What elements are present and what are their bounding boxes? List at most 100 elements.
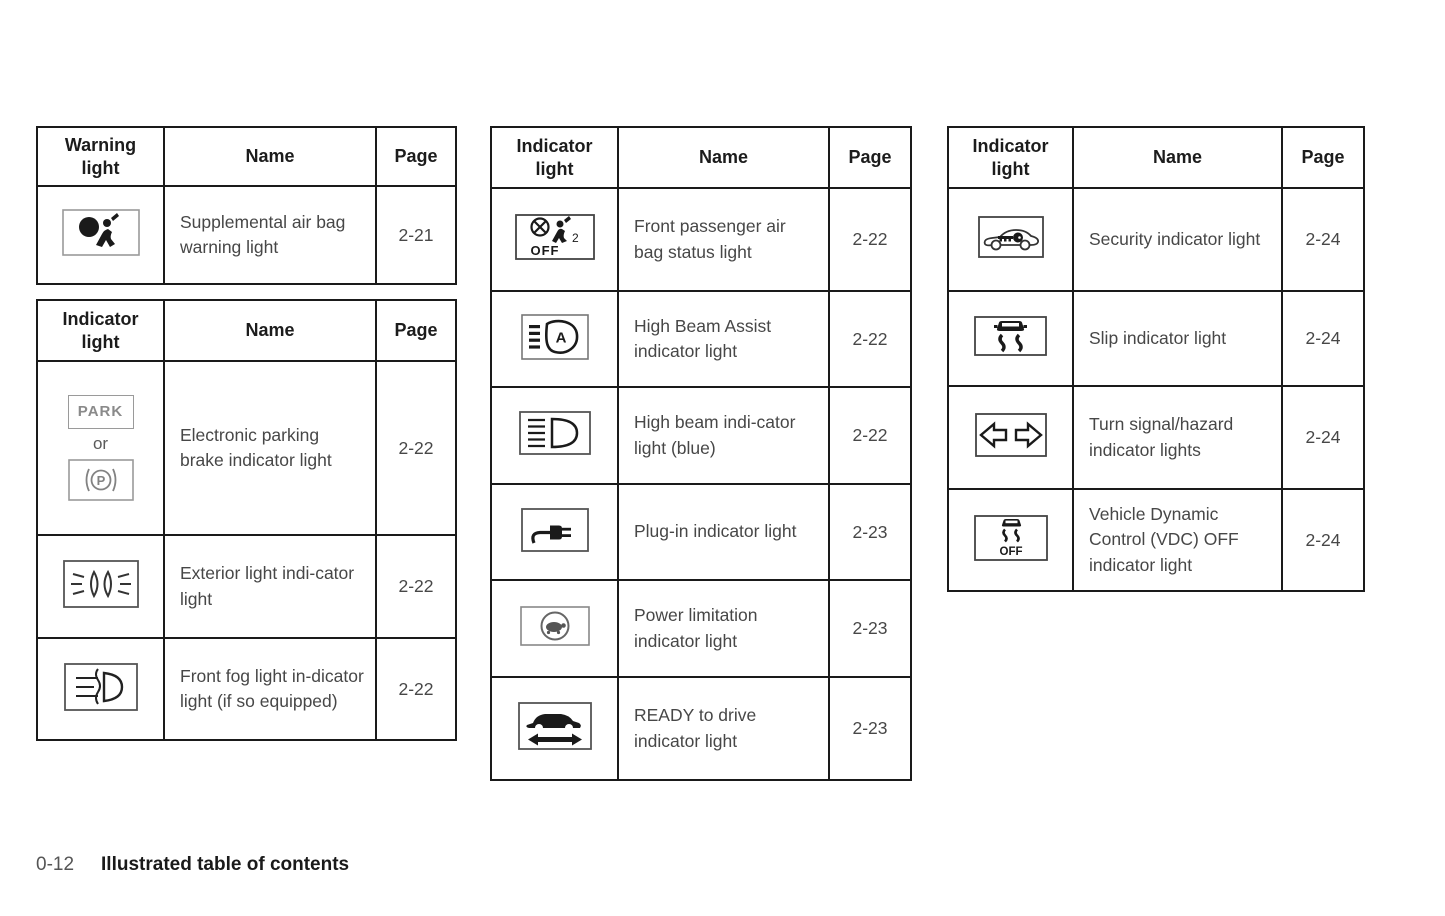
name-cell: Front passenger air bag status light bbox=[617, 187, 830, 292]
column-header-page: Page bbox=[1281, 126, 1365, 189]
column-header-warning-light: Warning light bbox=[36, 126, 165, 187]
page-cell: 2-24 bbox=[1281, 290, 1365, 387]
page-cell: 2-24 bbox=[1281, 488, 1365, 592]
table-row: Plug-in indicator light 2-23 bbox=[490, 483, 912, 581]
name-cell: READY to drive indicator light bbox=[617, 676, 830, 781]
exterior-light-icon bbox=[62, 560, 139, 608]
column-header-name: Name bbox=[617, 126, 830, 189]
high-beam-assist-icon: A bbox=[520, 313, 589, 360]
name-cell: High beam indi-cator light (blue) bbox=[617, 386, 830, 485]
light-cell bbox=[36, 534, 165, 639]
light-cell bbox=[36, 185, 165, 285]
light-cell: A bbox=[490, 290, 619, 388]
page-cell: 2-23 bbox=[828, 483, 912, 581]
light-cell bbox=[490, 676, 619, 781]
page-cell: 2-22 bbox=[828, 290, 912, 388]
page-footer: 0-12 Illustrated table of contents bbox=[36, 854, 349, 876]
table-row: PARK or P Electronic parking brake indic bbox=[36, 360, 457, 536]
column-header-name: Name bbox=[163, 126, 377, 187]
light-cell bbox=[947, 290, 1074, 387]
light-cell bbox=[36, 637, 165, 741]
indicator-light-table-right: Indicator light Name Page Secu bbox=[947, 126, 1365, 592]
page-cell: 2-22 bbox=[375, 534, 457, 639]
table-row: OFF Vehicle Dynamic Control (VDC) OFF in… bbox=[947, 488, 1365, 592]
page-cell: 2-22 bbox=[375, 637, 457, 741]
front-passenger-airbag-off-icon: 2 OFF bbox=[514, 214, 595, 260]
light-cell bbox=[947, 385, 1074, 490]
page-cell: 2-22 bbox=[375, 360, 457, 536]
table-row: Exterior light indi-cator light 2-22 bbox=[36, 534, 457, 639]
page-cell: 2-23 bbox=[828, 676, 912, 781]
airbag-warning-icon bbox=[61, 209, 140, 256]
footer-section-title: Illustrated table of contents bbox=[101, 854, 350, 875]
page-cell: 2-24 bbox=[1281, 187, 1365, 292]
or-label: or bbox=[92, 433, 109, 453]
electronic-parking-brake-icon: PARK or P bbox=[42, 394, 159, 502]
column-header-page: Page bbox=[375, 126, 457, 187]
page-cell: 2-22 bbox=[828, 386, 912, 485]
ready-to-drive-icon bbox=[517, 702, 592, 750]
table-row: Power limitation indicator light 2-23 bbox=[490, 579, 912, 678]
name-cell: Vehicle Dynamic Control (VDC) OFF indica… bbox=[1072, 488, 1283, 592]
light-cell bbox=[947, 187, 1074, 292]
page-cell: 2-22 bbox=[828, 187, 912, 292]
table-header-row: Warning light Name Page bbox=[36, 126, 457, 187]
indicator-light-table-left: Indicator light Name Page PARK or P bbox=[36, 299, 457, 741]
table-header-row: Indicator light Name Page bbox=[490, 126, 912, 189]
table-row: Front fog light in-dicator light (if so … bbox=[36, 637, 457, 741]
table-row: READY to drive indicator light 2-23 bbox=[490, 676, 912, 781]
light-cell: PARK or P bbox=[36, 360, 165, 536]
column-header-indicator-light: Indicator light bbox=[36, 299, 165, 362]
parking-brake-p-icon: P bbox=[67, 459, 134, 502]
park-indicator-icon: PARK bbox=[67, 394, 134, 429]
name-cell: Slip indicator light bbox=[1072, 290, 1283, 387]
name-cell: High Beam Assist indicator light bbox=[617, 290, 830, 388]
table-header-row: Indicator light Name Page bbox=[947, 126, 1365, 189]
name-cell: Plug-in indicator light bbox=[617, 483, 830, 581]
table-row: High beam indi-cator light (blue) 2-22 bbox=[490, 386, 912, 485]
name-cell: Power limitation indicator light bbox=[617, 579, 830, 678]
column-header-page: Page bbox=[375, 299, 457, 362]
table-row: Turn signal/hazard indicator lights 2-24 bbox=[947, 385, 1365, 490]
svg-text:P: P bbox=[96, 473, 105, 488]
name-cell: Exterior light indi-cator light bbox=[163, 534, 377, 639]
table-header-row: Indicator light Name Page bbox=[36, 299, 457, 362]
vdc-off-icon: OFF bbox=[973, 514, 1048, 561]
light-cell: 2 OFF bbox=[490, 187, 619, 292]
turn-signal-hazard-icon bbox=[974, 413, 1047, 457]
svg-text:OFF: OFF bbox=[999, 546, 1022, 558]
table-row: Security indicator light 2-24 bbox=[947, 187, 1365, 292]
name-cell: Electronic parking brake indicator light bbox=[163, 360, 377, 536]
page-cell: 2-24 bbox=[1281, 385, 1365, 490]
column-header-page: Page bbox=[828, 126, 912, 189]
column-header-name: Name bbox=[1072, 126, 1283, 189]
name-cell: Security indicator light bbox=[1072, 187, 1283, 292]
power-limitation-icon bbox=[519, 606, 590, 646]
plug-in-icon bbox=[520, 507, 589, 552]
name-cell: Supplemental air bag warning light bbox=[163, 185, 377, 285]
svg-text:OFF: OFF bbox=[530, 243, 559, 258]
table-row: 2 OFF Front passenger air bag status lig… bbox=[490, 187, 912, 292]
indicator-light-table-middle: Indicator light Name Page 2 OFF bbox=[490, 126, 912, 781]
front-fog-light-icon bbox=[63, 662, 138, 711]
column-header-name: Name bbox=[163, 299, 377, 362]
table-row: Supplemental air bag warning light 2-21 bbox=[36, 185, 457, 285]
column-header-indicator-light: Indicator light bbox=[490, 126, 619, 189]
high-beam-icon bbox=[518, 411, 591, 455]
slip-indicator-icon bbox=[974, 316, 1047, 356]
name-cell: Turn signal/hazard indicator lights bbox=[1072, 385, 1283, 490]
footer-page-number: 0-12 bbox=[36, 854, 75, 875]
light-cell bbox=[490, 483, 619, 581]
svg-text:A: A bbox=[555, 329, 566, 346]
name-cell: Front fog light in-dicator light (if so … bbox=[163, 637, 377, 741]
column-header-indicator-light: Indicator light bbox=[947, 126, 1074, 189]
svg-text:2: 2 bbox=[572, 231, 579, 245]
light-cell bbox=[490, 386, 619, 485]
table-row: Slip indicator light 2-24 bbox=[947, 290, 1365, 387]
table-row: A High Beam Assist indicator light 2-22 bbox=[490, 290, 912, 388]
warning-light-table: Warning light Name Page Supplemental air… bbox=[36, 126, 457, 285]
light-cell: OFF bbox=[947, 488, 1074, 592]
page-cell: 2-23 bbox=[828, 579, 912, 678]
light-cell bbox=[490, 579, 619, 678]
